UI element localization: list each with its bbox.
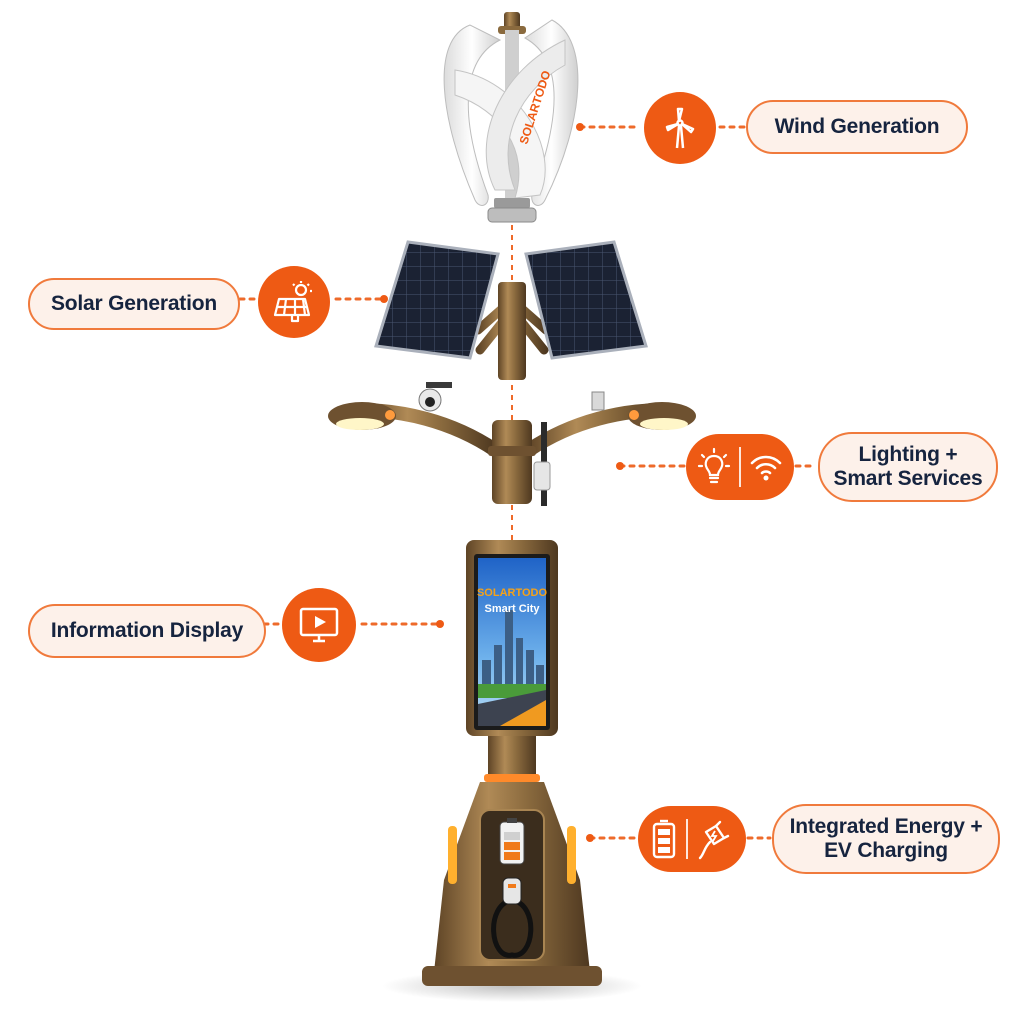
solar-panels (374, 240, 648, 380)
display-unit: SOLARTODO Smart City (466, 540, 558, 736)
base-battery-indicator (499, 818, 525, 865)
label-lighting-smart-services: Lighting + Smart Services (818, 432, 998, 502)
energy-badge (638, 806, 746, 872)
label-text: Lighting + Smart Services (833, 443, 983, 490)
battery-icon (652, 819, 676, 859)
wind-badge (644, 92, 716, 164)
monitor-play-icon (299, 607, 339, 643)
label-text: Wind Generation (774, 115, 940, 138)
screen-brand: SOLARTODO (477, 587, 548, 599)
label-wind-generation: Wind Generation (746, 100, 968, 154)
lighting-head (328, 382, 696, 506)
leader-display-dot (436, 620, 444, 628)
label-integrated-energy-ev-charging: Integrated Energy + EV Charging (772, 804, 1000, 874)
light-bulb-icon (697, 447, 731, 484)
badge-separator (739, 447, 741, 487)
leader-solar-dot (380, 295, 388, 303)
charging-base (382, 736, 642, 1002)
label-text: Integrated Energy + EV Charging (789, 815, 983, 862)
screen-subtitle: Smart City (484, 603, 540, 615)
base-charging-plug (491, 877, 534, 958)
solar-panel-icon (273, 281, 312, 323)
solar-badge (258, 266, 330, 338)
leader-energy-dot (586, 834, 594, 842)
lighting-badge (686, 434, 794, 500)
badge-separator (686, 819, 688, 859)
wind-turbine-icon (665, 107, 695, 149)
leader-lighting-dot (616, 462, 624, 470)
display-badge (282, 588, 356, 662)
leader-wind-dot (576, 123, 584, 131)
screen-skyline (482, 610, 544, 690)
ev-charger-icon (698, 820, 730, 860)
label-information-display: Information Display (28, 604, 266, 658)
wind-turbine: SOLARTODO (443, 12, 579, 223)
label-solar-generation: Solar Generation (28, 278, 240, 330)
wifi-icon (750, 455, 782, 481)
label-text: Information Display (50, 619, 244, 642)
label-text: Solar Generation (50, 292, 217, 315)
